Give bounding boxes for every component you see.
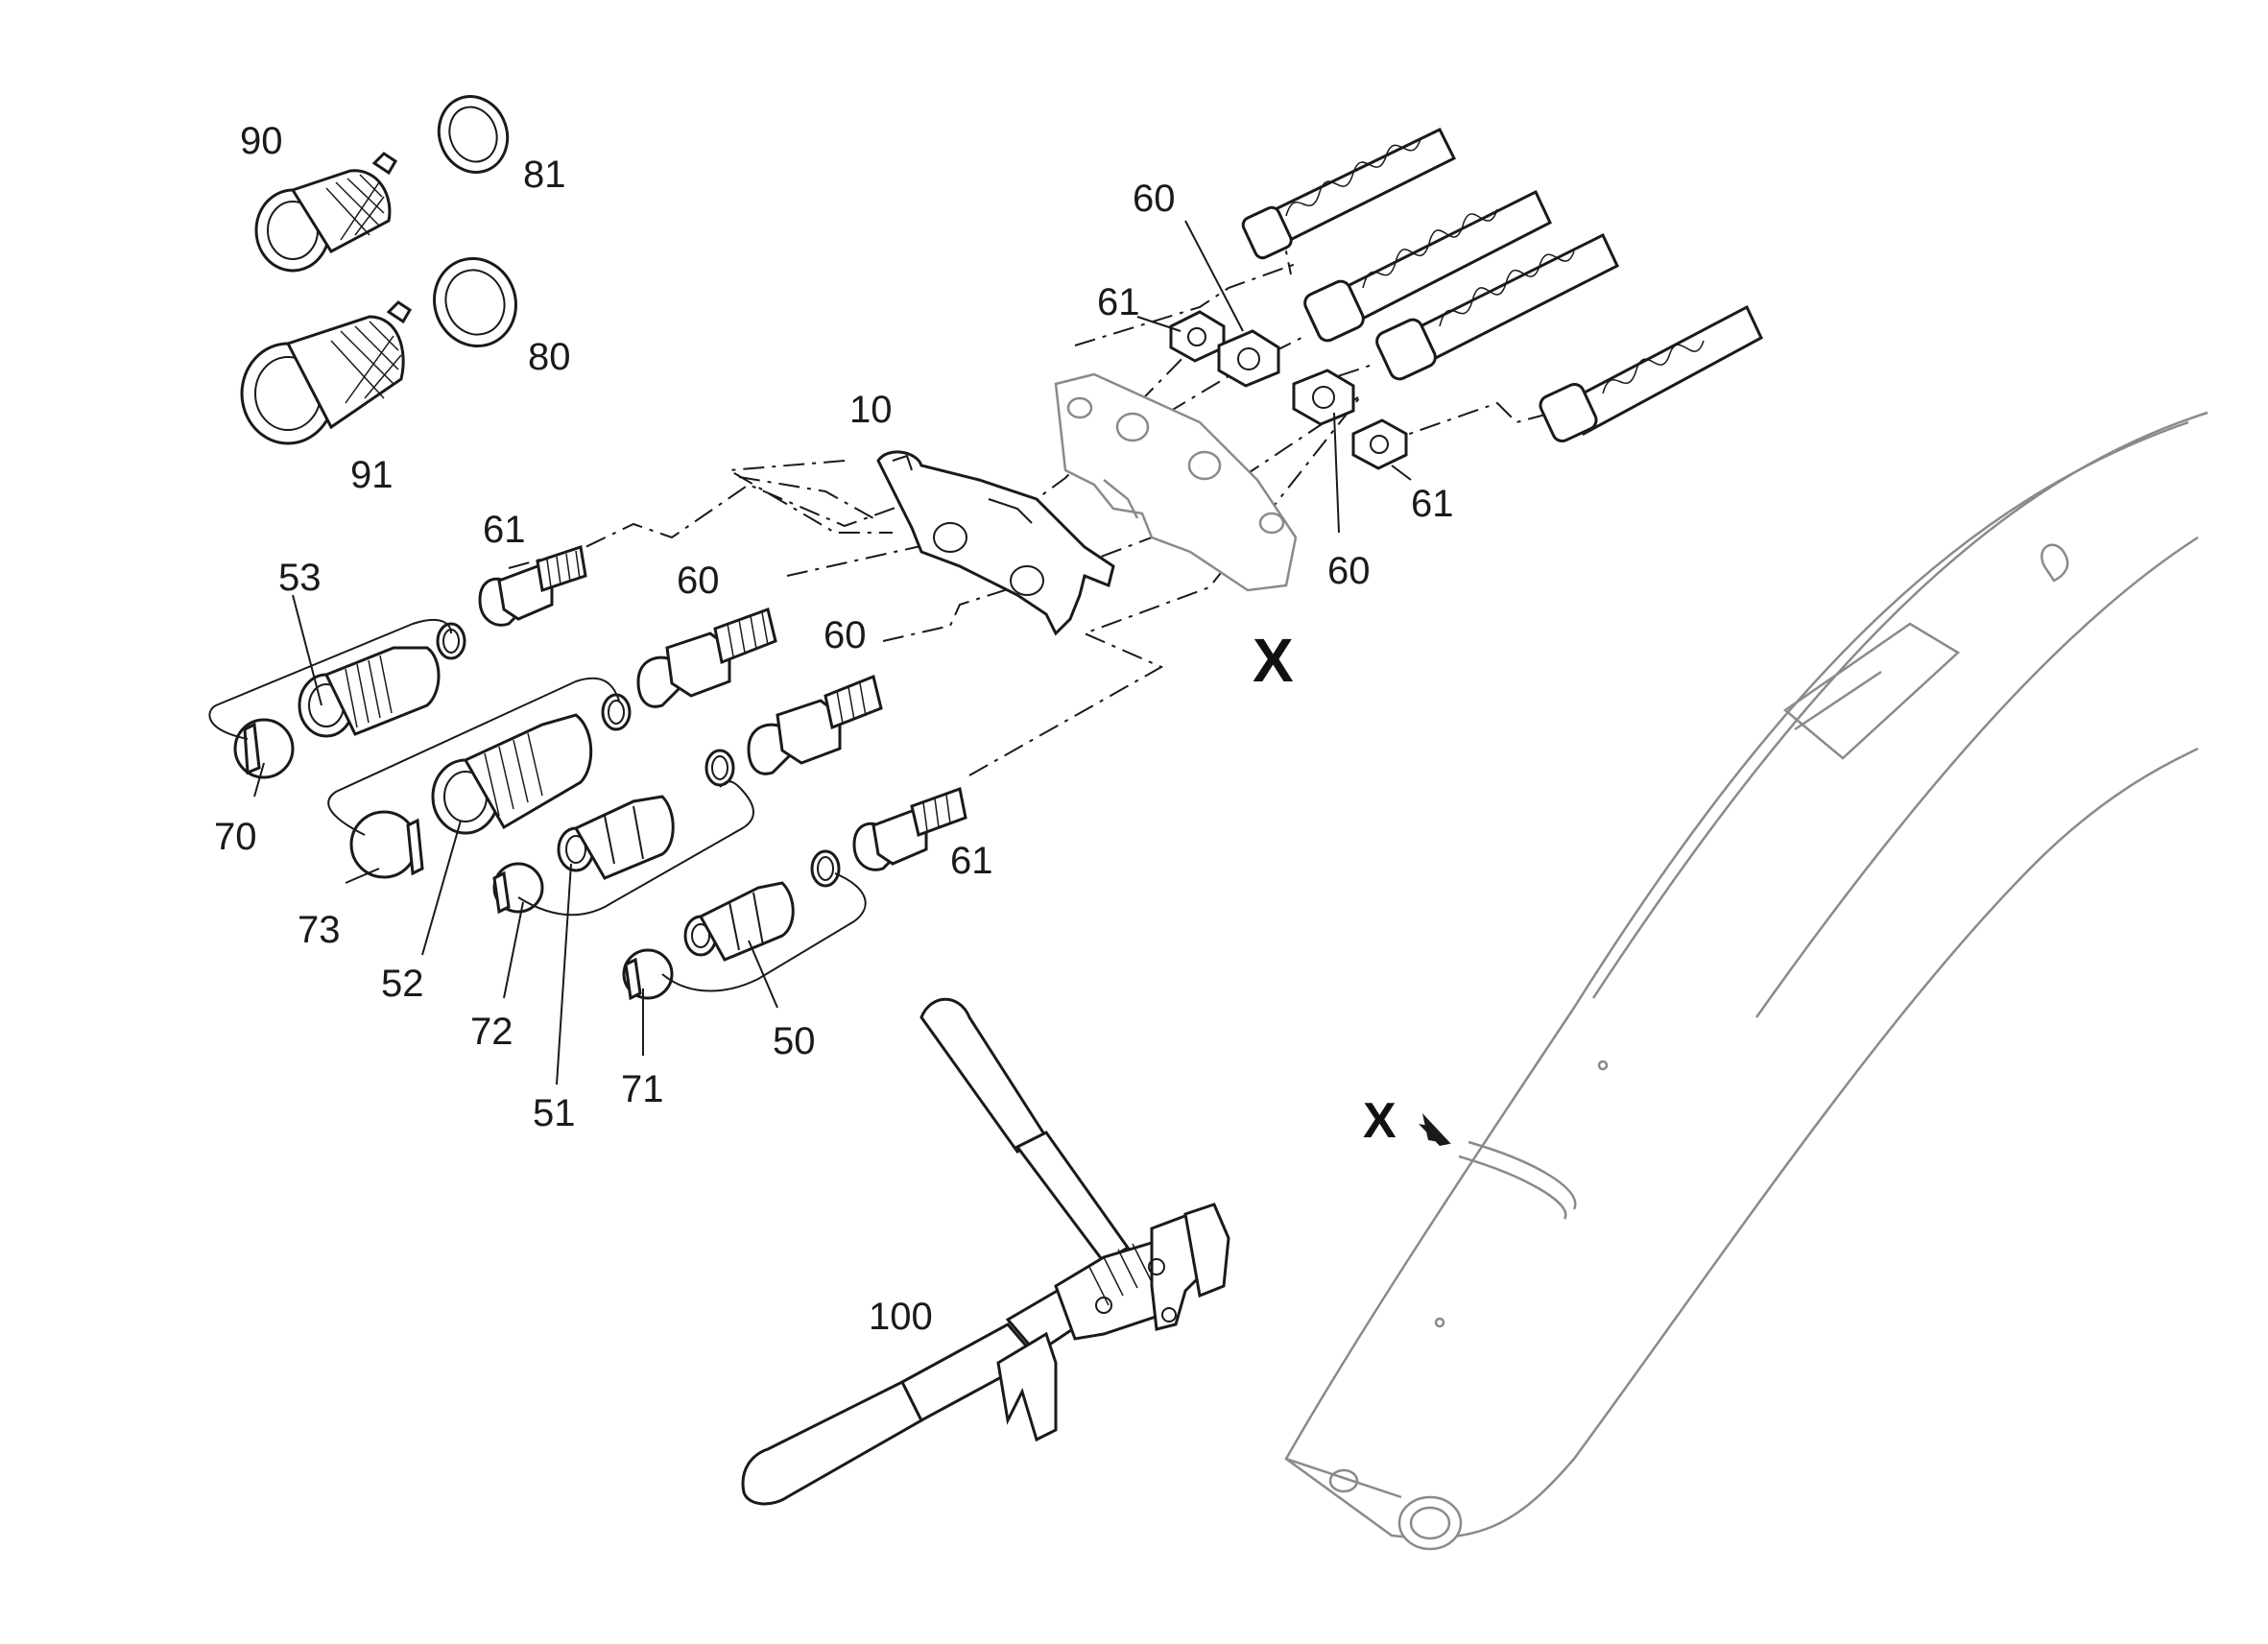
- fitting-61-lower: [852, 786, 967, 871]
- nut-61-top: [1169, 310, 1226, 363]
- cap-73: [349, 810, 424, 879]
- callout-60-top: 60: [1133, 178, 1176, 220]
- hose-4: [1539, 304, 1763, 443]
- cap-tethers: [208, 618, 867, 992]
- view-x-arrow: [1419, 1113, 1451, 1146]
- coupler-50: [683, 881, 795, 962]
- callout-61-lower: 61: [950, 840, 993, 882]
- callout-61-right: 61: [1411, 483, 1454, 525]
- callout-60-right: 60: [1327, 550, 1371, 592]
- coupler-53: [298, 646, 441, 738]
- callout-labels: 10 50 51 52 53 60 60 60 60 61 61 61 61 7…: [214, 120, 1454, 1338]
- hose-spring-guards: [1241, 128, 1763, 443]
- leader-lines: [253, 220, 1412, 1085]
- callout-60-mid-b: 60: [824, 614, 867, 656]
- coupler-51: [557, 795, 675, 880]
- loader-boom-arm: [1284, 411, 2208, 1551]
- plug-91: [240, 300, 413, 445]
- cap-71: [622, 948, 674, 1001]
- hose-1: [1241, 128, 1457, 260]
- view-marker-x-boom: X: [1363, 1093, 1397, 1149]
- control-lever-100: [741, 997, 1230, 1506]
- view-marker-x-main: X: [1253, 626, 1294, 695]
- callout-90: 90: [240, 120, 283, 162]
- callout-100: 100: [869, 1296, 933, 1338]
- fitting-60-upper: [636, 608, 777, 708]
- hose-2: [1303, 189, 1552, 343]
- callout-60-mid-a: 60: [677, 560, 720, 602]
- plugs-and-rings: [240, 95, 517, 445]
- cap-72: [492, 862, 544, 915]
- callout-80: 80: [528, 336, 571, 378]
- fitting-61-top: [478, 545, 587, 627]
- coupler-52: [431, 713, 593, 835]
- o-rings: [436, 622, 841, 888]
- ring-80: [433, 256, 517, 348]
- callout-51: 51: [533, 1092, 576, 1134]
- nut-60-right: [1292, 369, 1355, 426]
- callout-61-top: 61: [1097, 281, 1140, 323]
- quick-couplers: [298, 646, 795, 962]
- ring-81: [437, 95, 510, 174]
- callout-71: 71: [621, 1068, 664, 1110]
- dust-caps: [208, 618, 867, 1001]
- callout-52: 52: [381, 963, 424, 1005]
- callout-10: 10: [849, 389, 893, 431]
- plate-10: [876, 450, 1115, 636]
- nut-60-top: [1217, 329, 1280, 388]
- nut-61-right: [1351, 418, 1408, 470]
- hose-3: [1375, 232, 1619, 381]
- callout-73: 73: [298, 909, 341, 951]
- cap-70: [233, 718, 295, 779]
- callout-81: 81: [523, 154, 566, 196]
- plug-90: [254, 152, 398, 273]
- callout-61-left: 61: [483, 509, 526, 551]
- adapter-fittings: [478, 545, 967, 871]
- mounting-bracket: [1054, 372, 1298, 592]
- callout-50: 50: [773, 1020, 816, 1062]
- callout-70: 70: [214, 816, 257, 858]
- nuts: [1169, 310, 1408, 470]
- callout-72: 72: [470, 1011, 513, 1053]
- callout-53: 53: [278, 557, 322, 599]
- callout-91: 91: [350, 454, 394, 496]
- fitting-60-lower: [747, 674, 883, 775]
